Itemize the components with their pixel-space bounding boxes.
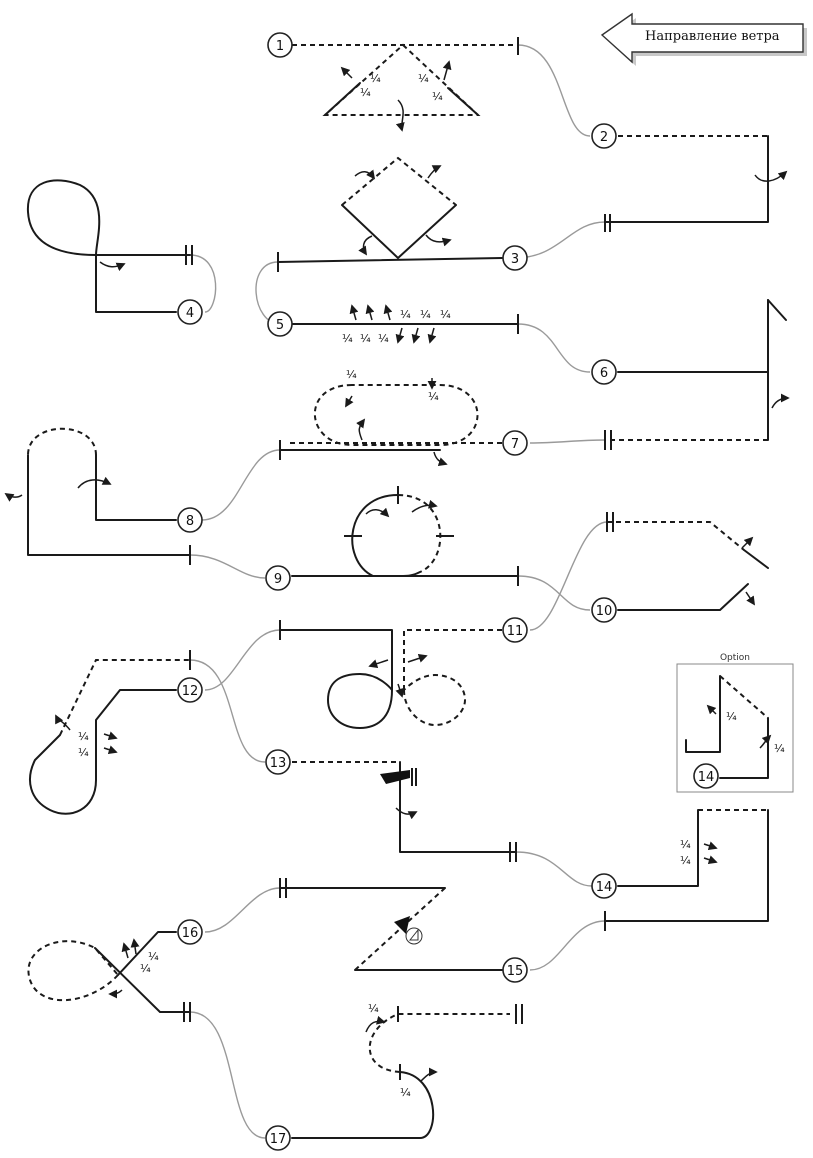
svg-text:11: 11 xyxy=(507,624,524,639)
quarter-roll-mark: ¼ xyxy=(680,854,691,867)
wind-direction-label: Направление ветра xyxy=(645,29,780,44)
figure-17-half-loop: ¼ ¼ xyxy=(291,1002,523,1139)
svg-text:5: 5 xyxy=(276,318,284,333)
figure-8-humpty xyxy=(4,427,191,565)
svg-text:6: 6 xyxy=(600,366,608,381)
figure-3-square-loop xyxy=(277,156,503,272)
figure-5-rolling: ¼ ¼ ¼ ¼ ¼ ¼ xyxy=(291,304,519,345)
figure-number-13: 13 xyxy=(265,749,291,775)
svg-text:3: 3 xyxy=(511,252,519,267)
option-figure-number-circle xyxy=(693,763,719,789)
figure-number-1: 1 xyxy=(267,32,293,58)
quarter-roll-mark: ¼ xyxy=(368,1002,379,1015)
figure-number-6: 6 xyxy=(591,359,617,385)
svg-text:13: 13 xyxy=(270,756,287,771)
figure-number-4: 4 xyxy=(177,299,203,325)
quarter-roll-mark: ¼ xyxy=(148,950,159,963)
option-box: Option ¼ ¼ 14 xyxy=(676,653,794,793)
svg-text:10: 10 xyxy=(596,604,613,619)
figure-number-16: 16 xyxy=(177,919,203,945)
quarter-roll-mark: ¼ xyxy=(360,332,371,345)
figure-13-spin xyxy=(292,761,517,862)
figure-number-17: 17 xyxy=(265,1125,291,1151)
figure-6-vertical-up xyxy=(604,299,790,450)
svg-text:4: 4 xyxy=(186,306,194,321)
figure-2-vertical xyxy=(604,135,788,232)
quarter-roll-mark: ¼ xyxy=(370,72,381,85)
figure-number-11: 11 xyxy=(502,617,528,643)
quarter-roll-mark: ¼ xyxy=(378,332,389,345)
figure-number-8: 8 xyxy=(177,507,203,533)
svg-text:8: 8 xyxy=(186,514,194,529)
figure-12-half-cuban: ¼ ¼ xyxy=(29,650,191,815)
quarter-roll-mark: ¼ xyxy=(342,332,353,345)
figure-number-3: 3 xyxy=(502,245,528,271)
quarter-roll-mark: ¼ xyxy=(418,72,429,85)
quarter-roll-mark: ¼ xyxy=(432,90,443,103)
figure-number-9: 9 xyxy=(265,565,291,591)
svg-text:7: 7 xyxy=(511,437,519,452)
svg-text:17: 17 xyxy=(270,1132,287,1147)
svg-text:15: 15 xyxy=(507,964,524,979)
option-label: Option xyxy=(720,653,750,663)
option-figure-number: 14 xyxy=(698,770,715,785)
quarter-roll-mark: ¼ xyxy=(440,308,451,321)
figure-11-loop xyxy=(279,620,502,729)
figure-number-5: 5 xyxy=(267,311,293,337)
svg-text:2: 2 xyxy=(600,130,608,145)
quarter-roll-mark: ¼ xyxy=(726,710,737,723)
quarter-roll-mark: ¼ xyxy=(428,390,439,403)
figure-number-7: 7 xyxy=(502,430,528,456)
figure-number-15: 15 xyxy=(502,957,528,983)
quarter-roll-mark: ¼ xyxy=(346,368,357,381)
figure-10-half-square xyxy=(606,512,769,611)
figure-9-loop xyxy=(291,486,519,586)
figure-1-triangle: ¼ ¼ ¼ ¼ xyxy=(292,37,519,132)
figure-numbers: 1 2 3 4 5 6 7 8 9 10 11 12 13 14 15 16 1… xyxy=(177,32,617,1151)
figure-16-teardrop: ¼ ¼ xyxy=(27,931,191,1022)
quarter-roll-mark: ¼ xyxy=(774,742,785,755)
figure-14-vertical: ¼ ¼ xyxy=(604,809,769,931)
figure-7-loop: ¼ ¼ xyxy=(279,368,502,466)
figure-number-12: 12 xyxy=(177,677,203,703)
figure-number-2: 2 xyxy=(591,123,617,149)
quarter-roll-mark: ¼ xyxy=(78,730,89,743)
quarter-roll-mark: ¼ xyxy=(78,746,89,759)
quarter-roll-mark: ¼ xyxy=(680,838,691,851)
svg-text:1: 1 xyxy=(276,39,284,54)
wind-direction-arrow: Направление ветра xyxy=(600,12,807,66)
connector-lines xyxy=(189,44,608,1139)
figure-number-14: 14 xyxy=(591,873,617,899)
figure-15-snap xyxy=(279,878,503,971)
svg-text:16: 16 xyxy=(182,926,199,941)
svg-text:14: 14 xyxy=(596,880,613,895)
figure-4-loop xyxy=(26,179,193,313)
svg-text:9: 9 xyxy=(274,572,282,587)
figure-number-10: 10 xyxy=(591,597,617,623)
quarter-roll-mark: ¼ xyxy=(400,1086,411,1099)
quarter-roll-mark: ¼ xyxy=(400,308,411,321)
svg-text:12: 12 xyxy=(182,684,199,699)
quarter-roll-mark: ¼ xyxy=(420,308,431,321)
quarter-roll-mark: ¼ xyxy=(360,86,371,99)
quarter-roll-mark: ¼ xyxy=(140,962,151,975)
